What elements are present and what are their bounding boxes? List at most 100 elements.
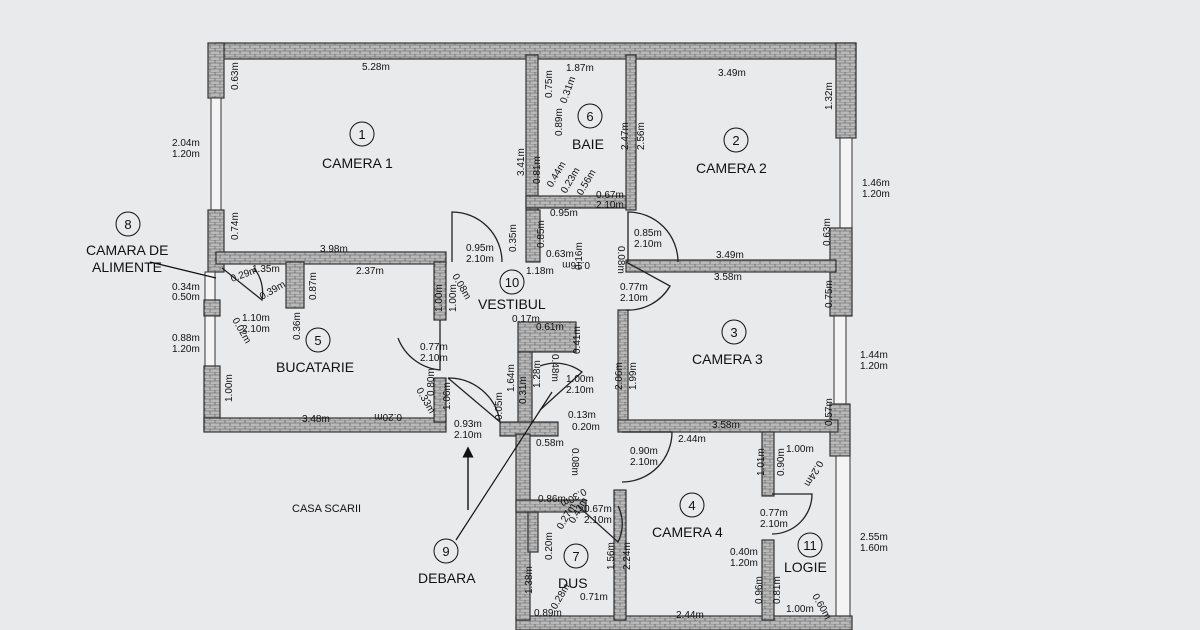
dim: 0.20m <box>572 422 600 433</box>
dim: 1.20m <box>172 344 200 355</box>
room-number: 3 <box>730 325 737 340</box>
wall-bucatarie-bottom <box>203 417 447 433</box>
dim: 0.90m <box>776 448 787 476</box>
dim: 1.10m <box>242 313 270 324</box>
door-bucatarie <box>397 320 441 371</box>
dim: 0.28m <box>549 582 572 612</box>
door-camera3 <box>625 261 671 311</box>
room-dus: 7 DUS <box>558 543 589 591</box>
dim: 0.96m <box>754 576 765 604</box>
wall-c2-bottom <box>625 259 837 273</box>
dim: 0.20m <box>374 411 402 422</box>
room-bucatarie: 5 BUCATARIE <box>276 327 354 375</box>
dim: 3.48m <box>302 414 330 425</box>
dim: 2.44m <box>678 434 706 445</box>
dim: 0.67m <box>584 504 612 515</box>
dim: 0.39m <box>258 279 288 302</box>
wall-c1-bottom <box>215 251 447 265</box>
dim: 0.08m <box>615 246 626 274</box>
window-bucatarie <box>204 315 216 367</box>
dim: 3.41m <box>516 148 527 176</box>
dim: 1.20m <box>862 189 890 200</box>
dim: 0.77m <box>620 282 648 293</box>
dim: 1.00m <box>566 374 594 385</box>
dim: 1.44m <box>860 350 888 361</box>
leader-line <box>149 261 217 279</box>
dim: 0.85m <box>634 228 662 239</box>
room-name: DEBARA <box>418 570 476 586</box>
dim: 0.88m <box>172 333 200 344</box>
dim: 1.01m <box>756 448 767 476</box>
dim: 1.00m <box>786 604 814 615</box>
dim: 0.61m <box>536 322 564 333</box>
door-camera4 <box>621 431 673 483</box>
dim: 0.89m <box>554 108 565 136</box>
casa-scarii-label: CASA SCARII <box>292 503 361 515</box>
dim: 0.67m <box>596 190 624 201</box>
dim: 0.40m <box>730 547 758 558</box>
wall-c4-left <box>613 489 627 621</box>
wall-debara-top <box>517 321 577 353</box>
dim: 1.32m <box>824 82 835 110</box>
dim: 0.35m <box>508 224 519 252</box>
room-number: 11 <box>803 538 817 553</box>
dim: 0.63m <box>546 249 574 260</box>
room-number: 8 <box>124 217 131 232</box>
dim: 0.16m <box>562 259 590 270</box>
dim: 0.86m <box>538 494 566 505</box>
dim: 2.10m <box>630 457 658 468</box>
room-camera4: 4 CAMERA 4 <box>652 492 723 540</box>
dim: 3.98m <box>320 244 348 255</box>
wall-c1-stub <box>525 209 541 263</box>
room-baie: 6 BAIE <box>572 103 604 152</box>
dim: 0.34m <box>172 282 200 293</box>
door-camera2 <box>627 211 679 263</box>
dim: 0.58m <box>536 438 564 449</box>
dim: 1.28m <box>532 360 543 388</box>
room-number: 9 <box>442 544 449 559</box>
dim: 3.58m <box>714 272 742 283</box>
dim: 0.36m <box>292 312 303 340</box>
wall-right-upper <box>835 42 857 139</box>
dim: 0.90m <box>630 446 658 457</box>
room-debara: 9 DEBARA <box>418 391 553 586</box>
dim: 1.60m <box>860 543 888 554</box>
dim: 2.10m <box>634 239 662 250</box>
room-camera2: 2 CAMERA 2 <box>696 127 767 176</box>
dim: 2.24m <box>622 542 633 570</box>
dim: 2.06m <box>614 362 625 390</box>
room-name: CAMERA 2 <box>696 160 767 176</box>
window-logie <box>835 455 851 623</box>
dim: 2.44m <box>676 610 704 621</box>
dim: 0.63m <box>230 62 241 90</box>
dim: 2.10m <box>620 293 648 304</box>
room-number: 4 <box>688 498 695 513</box>
dim: 0.13m <box>568 410 596 421</box>
room-number: 7 <box>572 549 579 564</box>
dim: 0.87m <box>308 272 319 300</box>
dim: 0.48m <box>549 354 560 382</box>
dim: 0.31m <box>558 75 578 105</box>
wall-left-low <box>203 299 221 317</box>
dim: 3.58m <box>712 420 740 431</box>
room-camara: 8 CAMARA DE ALIMENTE <box>86 211 217 279</box>
dim: 0.95m <box>550 208 578 219</box>
dim: 2.10m <box>466 254 494 265</box>
dim: 2.10m <box>420 353 448 364</box>
dim: 3.49m <box>716 250 744 261</box>
dim: 0.24m <box>802 459 825 489</box>
dim: 0.74m <box>230 212 241 240</box>
room-name: DUS <box>558 575 588 591</box>
dim: 1.38m <box>524 566 535 594</box>
dim: 2.04m <box>172 138 200 149</box>
wall-baie-right <box>625 54 637 211</box>
wall-left-upper <box>207 42 225 99</box>
dim: 2.10m <box>566 385 594 396</box>
door-logie <box>771 493 813 535</box>
wall-dus-inner <box>527 511 539 553</box>
room-vestibul: 10 VESTIBUL <box>478 269 546 312</box>
dim: 0.85m <box>536 220 547 248</box>
dim: 2.37m <box>356 266 384 277</box>
dim: 0.20m <box>544 532 555 560</box>
